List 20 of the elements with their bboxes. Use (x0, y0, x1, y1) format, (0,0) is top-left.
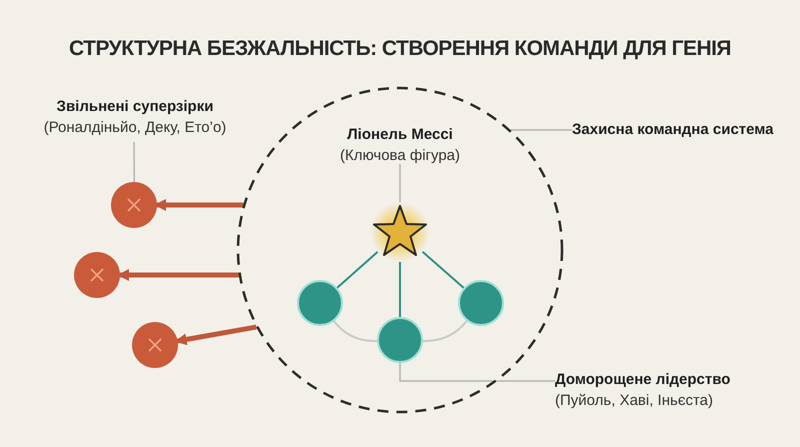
connector-line (399, 262, 401, 317)
arrow (117, 269, 239, 281)
callout-subtitle: (Пуйоль, Хаві, Іньєста) (555, 391, 714, 411)
callout-title: Ліонель Мессі (347, 125, 453, 145)
connector-line (422, 320, 468, 342)
leader-line (399, 164, 401, 202)
callout-title: Захисна командна система (572, 120, 774, 140)
leader-line (399, 363, 555, 382)
callout-title: Доморощене лідерство (555, 370, 730, 390)
arrow (174, 324, 257, 346)
callout-subtitle: (Ключова фігура) (340, 146, 460, 166)
connector-line (422, 251, 464, 289)
connector-line (333, 320, 378, 342)
connector-line (336, 251, 378, 288)
leader-line (133, 142, 136, 182)
diagram-title: СТРУКТУРНА БЕЗЖАЛЬНІСТЬ: СТВОРЕННЯ КОМАНДИ ДЛЯ ГЕНІЯ (68, 36, 732, 62)
callout-title: Звільнені суперзірки (56, 97, 214, 117)
callout-subtitle: (Роналдіньйо, Деку, Ето’о) (44, 118, 226, 138)
arrow (154, 199, 244, 211)
leader-line (510, 129, 572, 131)
